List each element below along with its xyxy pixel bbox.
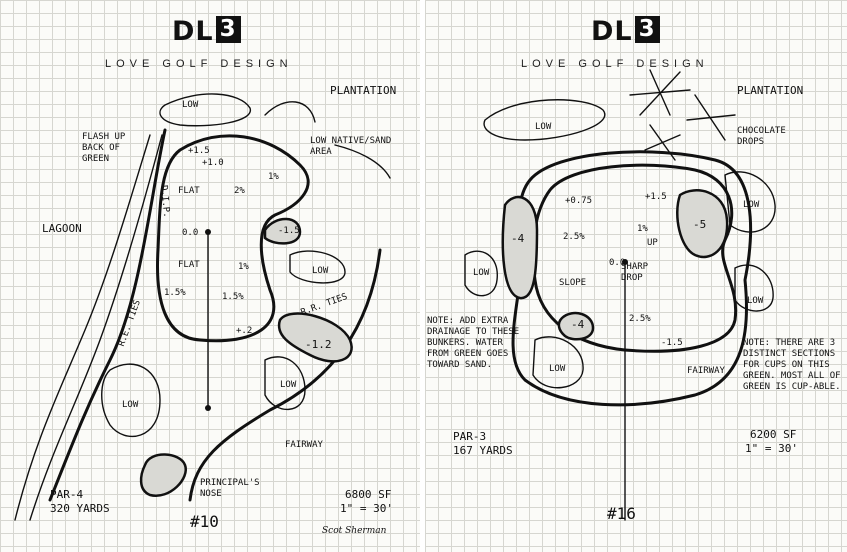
low-label-3: LOW [280,380,297,390]
low-area-1 [483,99,606,141]
elevation-2: +1.5 [645,192,667,202]
drainage-note: NOTE: ADD EXTRA DRAINAGE TO THESE BUNKER… [427,316,520,370]
tagline: LOVE GOLF DESIGN [105,58,293,70]
slope-2: 1% [637,224,648,234]
low-area-4 [464,250,498,297]
yards-label: 320 YARDS [50,502,110,515]
pin-point [205,229,211,235]
slope-label: SLOPE [559,278,587,288]
par-label: PAR-4 [50,488,84,501]
scale-label: 1" = 30' [745,442,798,455]
principals-nose-label: PRINCIPAL'S NOSE [200,478,260,499]
plantation-label: PLANTATION [330,84,397,97]
native-arrow [334,144,391,179]
elevation-3: 0.0 [182,228,199,238]
low-label-2: LOW [743,200,760,210]
low-area-1 [159,93,251,127]
bunker-rr-ties [277,312,353,363]
low-label-1: LOW [535,122,552,132]
slope-5: 1.5% [222,292,244,302]
slope-2: 1% [268,172,279,182]
low-area-2 [289,250,346,284]
low-area-3 [264,356,306,411]
elevation-1: +0.75 [565,196,593,206]
hole-number: #16 [607,504,636,523]
slope-1: 2.5% [563,232,585,242]
signature: Scot Sherman [322,526,387,536]
tee-point [205,405,211,411]
green-outline [531,163,738,353]
elevation-1: +1.5 [188,146,210,156]
low-area-3 [734,264,774,312]
area-sf-label: 6800 SF [345,488,392,501]
hole-10-plan-drawing [14,93,391,521]
chocolate-drop-1 [629,69,691,116]
flash-up-label: FLASH UP BACK OF GREEN [82,132,126,164]
bunker-principals-nose [139,453,188,497]
low-label-3: LOW [747,296,764,306]
low-area-2 [724,171,776,233]
bunker-left [501,195,539,300]
area-sf-label: 6200 SF [750,428,797,441]
lagoon-edge [14,134,151,521]
sharp-drop-label: SHARP DROP [621,262,649,283]
plantation-label: PLANTATION [737,84,804,97]
low-label-1: LOW [182,100,199,110]
bunker-value-3: -4 [571,318,585,331]
fairway-label: FAIRWAY [285,440,323,450]
ties-line [48,128,167,502]
chocolate-drop-3 [644,124,681,161]
cup-sections-note: NOTE: THERE ARE 3 DISTINCT SECTIONS FOR … [743,338,841,392]
flat-label-1: FLAT [178,186,200,196]
low-label-4: LOW [473,268,490,278]
bunker-value-2: -5 [693,218,707,231]
slope-3: 2.5% [629,314,651,324]
low-native-label: LOW NATIVE/SAND AREA [310,136,392,157]
hole-16-plan-drawing [464,69,776,521]
up-label: UP [647,238,658,248]
slope-1: 2% [234,186,245,196]
elevation-2: +1.0 [202,158,224,168]
pin-point [622,259,628,265]
lagoon-edge-inner [29,134,163,521]
yards-label: 167 YARDS [453,444,513,457]
scale-label: 1" = 30' [340,502,393,515]
bunker-right-small [263,217,302,245]
flat-label-2: FLAT [178,260,200,270]
hole-number: #10 [190,512,219,531]
par-label: PAR-3 [453,430,487,443]
green-outline [156,134,310,343]
low-area-4 [101,363,161,438]
plantation-arrow [264,101,316,123]
elevation-3: 0.0 [609,258,626,268]
bunker-right [676,189,729,259]
lagoon-label: LAGOON [42,222,82,235]
low-label-4: LOW [122,400,139,410]
fairway-label: FAIRWAY [687,366,725,376]
elevation-4: +.2 [236,326,253,336]
low-label-5: LOW [549,364,566,374]
fairway-edge [188,248,382,502]
slope-4: 1.5% [164,288,186,298]
slope-3: 1% [238,262,249,272]
chocolate-drop-2 [686,94,736,141]
elevation-4: -1.5 [661,338,683,348]
bunker-front [557,311,595,341]
bunker-value-1: -1.5 [278,226,300,236]
chocolate-drops-label: CHOCOLATE DROPS [737,126,786,147]
bunker-value-2: -1.2 [305,338,332,351]
low-label-2: LOW [312,266,329,276]
tagline: LOVE GOLF DESIGN [521,58,709,70]
bunker-value-1: -4 [511,232,525,245]
low-area-5 [532,336,584,389]
